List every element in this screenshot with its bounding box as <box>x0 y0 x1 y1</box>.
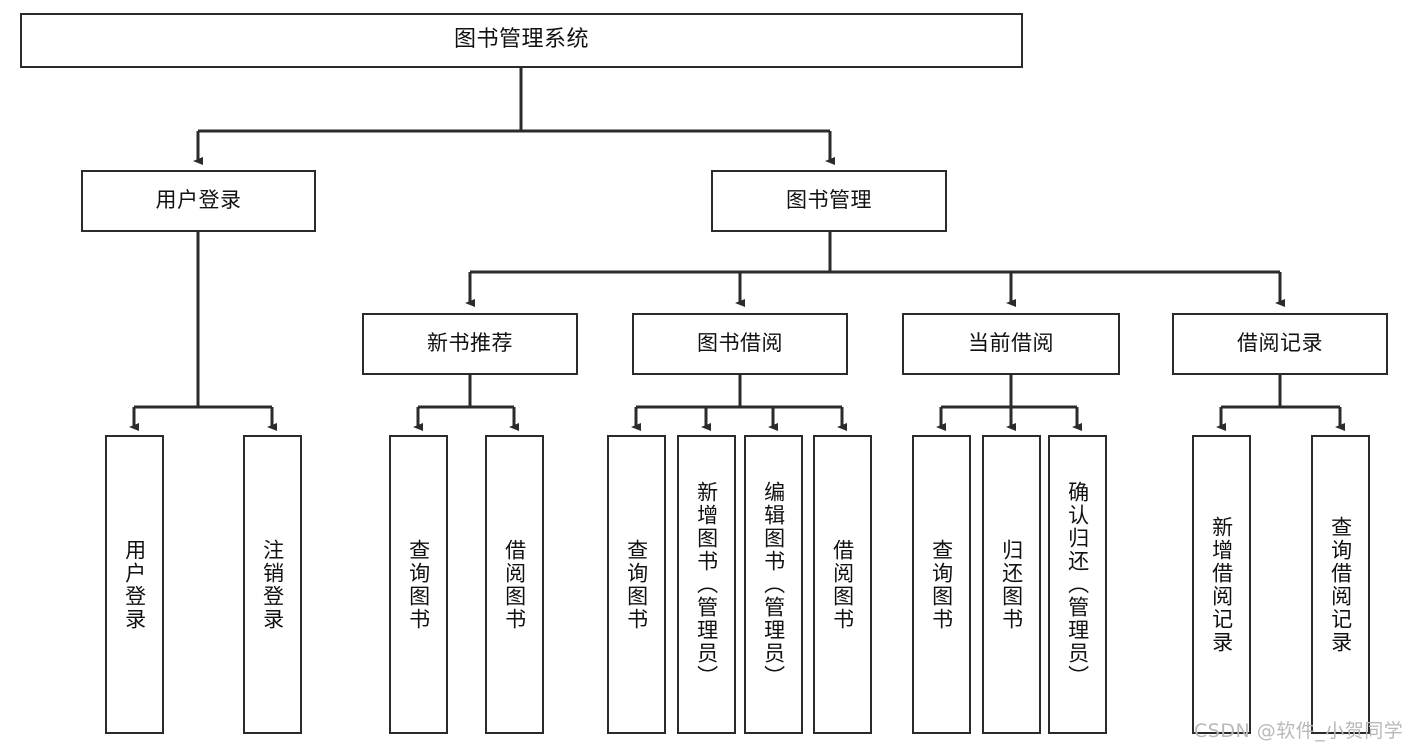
node-borrow-record[interactable]: 借阅记录 <box>1172 313 1388 375</box>
node-label: 查询图书 <box>624 538 649 631</box>
leaf-book-borrow-query[interactable]: 查询图书 <box>607 435 666 734</box>
node-label: 借阅图书 <box>502 538 527 631</box>
leaf-borrow-record-add[interactable]: 新增借阅记录 <box>1192 435 1251 734</box>
node-label: 新书推荐 <box>427 331 513 356</box>
leaf-book-borrow-lend[interactable]: 借阅图书 <box>813 435 872 734</box>
node-label: 图书管理系统 <box>453 27 589 53</box>
node-label: 归还图书 <box>999 538 1024 631</box>
node-label: 确认归还（管理员） <box>1065 481 1090 688</box>
node-book-management[interactable]: 图书管理 <box>711 170 947 232</box>
leaf-user-login-signin[interactable]: 用户登录 <box>105 435 164 734</box>
csdn-watermark: CSDN @软件_小贺同学 <box>1194 720 1404 742</box>
node-root-system[interactable]: 图书管理系统 <box>20 13 1023 68</box>
node-user-login[interactable]: 用户登录 <box>81 170 316 232</box>
leaf-book-borrow-add[interactable]: 新增图书（管理员） <box>677 435 736 734</box>
leaf-current-borrow-query[interactable]: 查询图书 <box>912 435 971 734</box>
leaf-current-borrow-return[interactable]: 归还图书 <box>982 435 1041 734</box>
node-label: 编辑图书（管理员） <box>761 481 786 688</box>
leaf-current-borrow-confirm-return[interactable]: 确认归还（管理员） <box>1048 435 1107 734</box>
leaf-book-borrow-edit[interactable]: 编辑图书（管理员） <box>744 435 803 734</box>
node-label: 当前借阅 <box>968 331 1054 356</box>
node-label: 用户登录 <box>155 188 242 213</box>
node-label: 新增借阅记录 <box>1209 515 1234 654</box>
node-new-book-recommend[interactable]: 新书推荐 <box>362 313 578 375</box>
node-label: 图书管理 <box>786 188 872 213</box>
node-label: 借阅图书 <box>830 538 855 631</box>
node-current-borrow[interactable]: 当前借阅 <box>902 313 1120 375</box>
leaf-borrow-record-query[interactable]: 查询借阅记录 <box>1311 435 1370 734</box>
node-label: 图书借阅 <box>697 331 783 356</box>
node-label: 注销登录 <box>260 538 285 631</box>
leaf-new-book-borrow[interactable]: 借阅图书 <box>485 435 544 734</box>
node-label: 用户登录 <box>122 538 147 631</box>
node-book-borrow[interactable]: 图书借阅 <box>632 313 848 375</box>
node-label: 借阅记录 <box>1237 331 1323 356</box>
node-label: 新增图书（管理员） <box>694 481 719 688</box>
node-label: 查询图书 <box>406 538 431 631</box>
node-label: 查询图书 <box>929 538 954 631</box>
leaf-new-book-query[interactable]: 查询图书 <box>389 435 448 734</box>
node-label: 查询借阅记录 <box>1328 515 1353 654</box>
leaf-user-login-signout[interactable]: 注销登录 <box>243 435 302 734</box>
